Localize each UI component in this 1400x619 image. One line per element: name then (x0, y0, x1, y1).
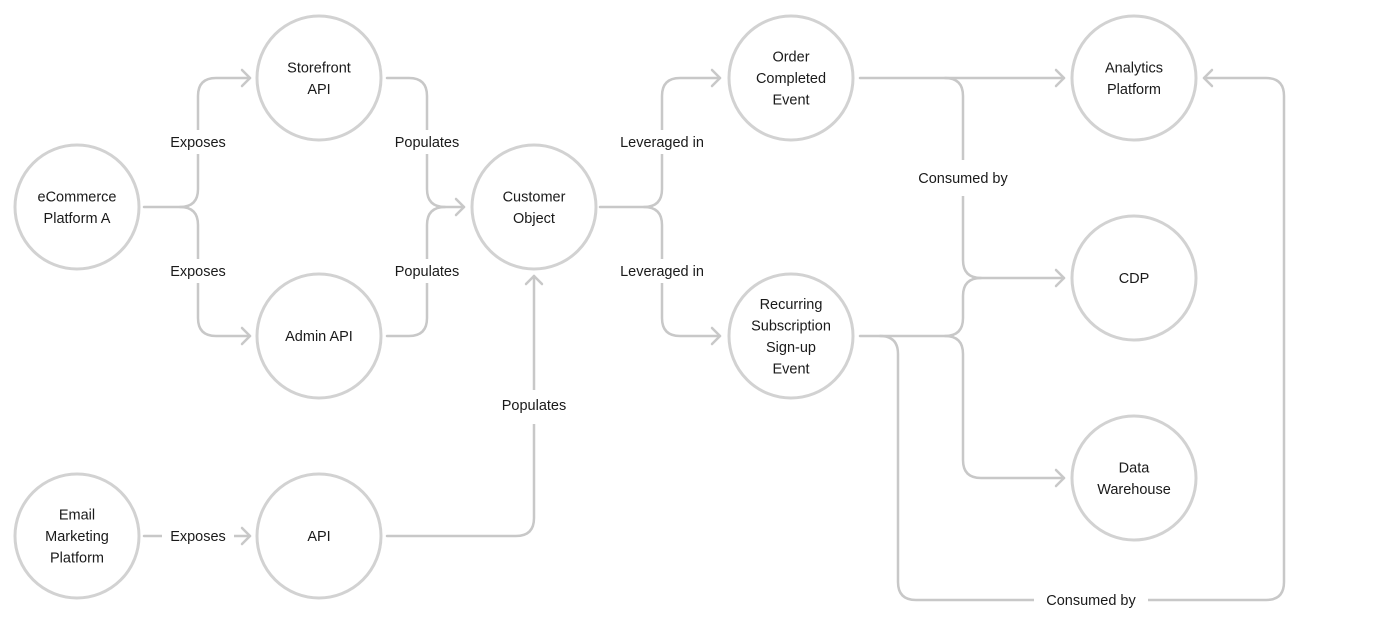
node-label-line: Sign-up (766, 340, 816, 356)
node-label-line: Platform A (44, 211, 111, 227)
node-label-line: Warehouse (1097, 482, 1171, 498)
arrowhead-customer-bottom (524, 274, 544, 286)
edges (142, 76, 1286, 602)
node-label-line: Data (1119, 460, 1151, 476)
edge-customer-to-recurring (642, 205, 722, 338)
edge-recurring-to-cdp (858, 276, 983, 338)
node-label-line: Subscription (751, 318, 831, 334)
arrowhead-cdp (1054, 268, 1066, 288)
svg-text:Exposes: Exposes (170, 264, 226, 280)
edge-label-exposes-bottom: Exposes (164, 259, 232, 283)
node-label-line: Event (772, 361, 809, 377)
node-label-line: API (307, 82, 330, 98)
edge-label-exposes-email: Exposes (162, 524, 234, 548)
node-label-line: Marketing (45, 529, 109, 545)
edge-label-leveraged-bottom: Leveraged in (614, 259, 710, 283)
svg-text:Leveraged in: Leveraged in (620, 135, 704, 151)
node-label-line: Customer (503, 189, 566, 205)
svg-text:Consumed by: Consumed by (1046, 593, 1136, 609)
node-label-line: Platform (1107, 82, 1161, 98)
edge-label-populates-top: Populates (388, 130, 466, 154)
edge-label-leveraged-top: Leveraged in (614, 130, 710, 154)
svg-text:Consumed by: Consumed by (918, 171, 1008, 187)
edge-ecommerce-to-admin (178, 205, 252, 338)
edge-admin-to-customer (385, 205, 447, 338)
node-cdp: CDP (1070, 214, 1198, 342)
node-label-line: Order (772, 50, 809, 66)
node-admin-api: Admin API (255, 272, 383, 400)
node-label-line: Email (59, 508, 95, 524)
edge-label-exposes-top: Exposes (164, 130, 232, 154)
edge-order-to-cdp (943, 76, 1066, 280)
arrowhead-order (710, 68, 722, 88)
node-label-line: CDP (1119, 271, 1150, 287)
edge-recurring-to-warehouse (943, 334, 1066, 480)
node-label-line: Analytics (1105, 60, 1163, 76)
arrowheads (240, 68, 1214, 546)
arrowhead-api (240, 526, 252, 546)
node-label-line: Platform (50, 551, 104, 567)
node-label-line: Event (772, 93, 809, 109)
svg-text:Populates: Populates (502, 398, 567, 414)
node-label-line: Storefront (287, 60, 351, 76)
edge-api-to-customer (385, 274, 536, 538)
node-label-line: eCommerce (38, 189, 117, 205)
arrowhead-storefront (240, 68, 252, 88)
arrowhead-customer-left (454, 197, 466, 217)
node-label-line: Recurring (760, 297, 823, 313)
arrowhead-admin (240, 326, 252, 346)
svg-text:Populates: Populates (395, 264, 460, 280)
edge-label-consumed-by-bottom: Consumed by (1034, 588, 1148, 612)
arrowhead-recurring (710, 326, 722, 346)
node-api: API (255, 472, 383, 600)
edge-labels: Exposes Exposes Exposes Populates Popula… (162, 130, 1148, 612)
node-label-line: Object (513, 211, 555, 227)
node-label-line: Completed (756, 71, 826, 87)
edge-label-populates-api: Populates (494, 390, 574, 424)
svg-text:Exposes: Exposes (170, 135, 226, 151)
edge-label-consumed-by-top: Consumed by (908, 160, 1018, 196)
arrowhead-warehouse (1054, 468, 1066, 488)
node-label-line: API (307, 529, 330, 545)
arrowhead-analytics-right (1202, 68, 1214, 88)
arrowhead-analytics-left (1054, 68, 1066, 88)
node-label-line: Admin API (285, 329, 353, 345)
svg-text:Exposes: Exposes (170, 529, 226, 545)
svg-text:Populates: Populates (395, 135, 460, 151)
edge-label-populates-bottom: Populates (388, 259, 466, 283)
svg-text:Leveraged in: Leveraged in (620, 264, 704, 280)
edge-recurring-to-analytics (878, 76, 1286, 602)
